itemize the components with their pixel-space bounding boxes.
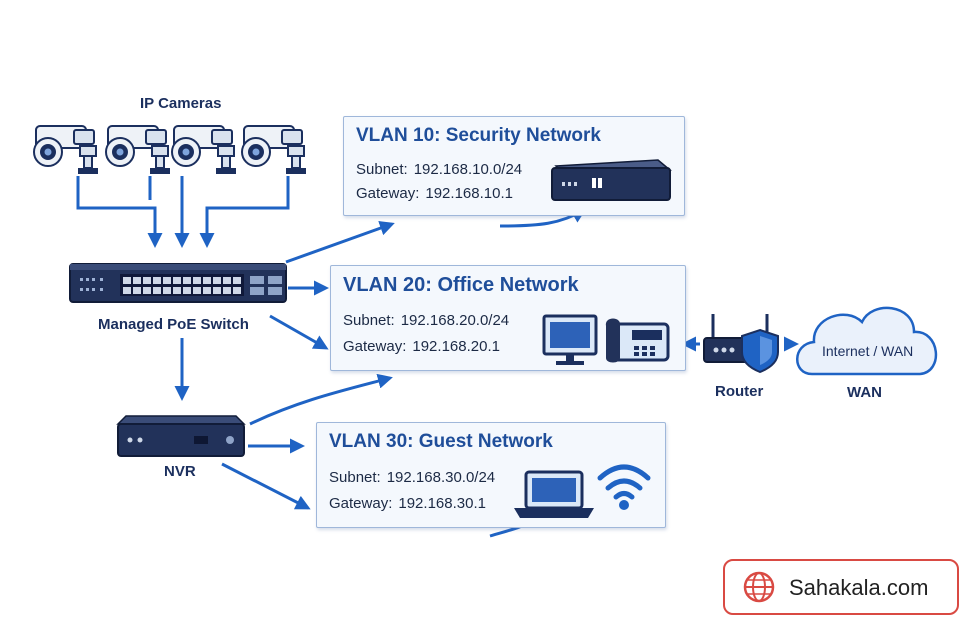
cloud-label: Internet / WAN: [822, 343, 914, 359]
nvr-label: NVR: [164, 463, 196, 480]
switch-label: Managed PoE Switch: [98, 316, 249, 333]
subnet-value: 192.168.20.0/24: [400, 312, 510, 329]
ip-camera-3: [171, 125, 237, 175]
cctv-camera-icon: [105, 125, 171, 175]
subnet-label: Subnet:: [343, 312, 395, 329]
subnet-label: Subnet:: [329, 469, 381, 486]
wan-label: WAN: [847, 384, 882, 401]
vlan-10-box: VLAN 10: Security Network Subnet: 192.168…: [343, 116, 685, 216]
gateway-label: Gateway:: [329, 495, 393, 512]
ip-camera-4: [241, 125, 307, 175]
nvr-connectors: [221, 373, 393, 510]
cloud-icon: [796, 306, 937, 376]
vlan-30-subnet: Subnet: 192.168.30.0/24: [329, 469, 495, 486]
gateway-value: 192.168.20.1: [412, 338, 500, 355]
cctv-camera-icon: [241, 125, 307, 175]
vlan-30-gateway: Gateway: 192.168.30.1: [329, 495, 486, 512]
ip-cameras-label: IP Cameras: [140, 95, 222, 112]
brand-badge[interactable]: Sahakala.com: [723, 559, 959, 615]
vlan-20-gateway: Gateway: 192.168.20.1: [343, 338, 500, 355]
gateway-label: Gateway:: [343, 338, 407, 355]
ip-camera-2: [105, 125, 171, 175]
vlan-30-box: VLAN 30: Guest Network Subnet: 192.168.30…: [316, 422, 666, 528]
network-switch-icon: [69, 263, 287, 303]
subnet-label: Subnet:: [356, 161, 408, 178]
vlan-10-subnet: Subnet: 192.168.10.0/24: [356, 161, 522, 178]
camera-connectors: [76, 176, 290, 248]
vlan-10-gateway: Gateway: 192.168.10.1: [356, 185, 513, 202]
cctv-camera-icon: [33, 125, 99, 175]
subnet-value: 192.168.30.0/24: [386, 469, 496, 486]
vlan-20-subnet: Subnet: 192.168.20.0/24: [343, 312, 509, 329]
nvr-recorder-icon: [116, 415, 246, 457]
gateway-value: 192.168.30.1: [398, 495, 486, 512]
brand-text: Sahakala.com: [789, 575, 929, 600]
vlan-20-title: VLAN 20: Office Network: [343, 274, 579, 296]
globe-icon: [743, 571, 775, 603]
gateway-label: Gateway:: [356, 185, 420, 202]
shield-icon: [741, 328, 779, 374]
vlan-10-title: VLAN 10: Security Network: [356, 125, 601, 146]
router-label: Router: [715, 383, 764, 400]
subnet-value: 192.168.10.0/24: [413, 161, 523, 178]
vlan-30-title: VLAN 30: Guest Network: [329, 431, 553, 452]
cctv-camera-icon: [171, 125, 237, 175]
vlan-20-box: VLAN 20: Office Network Subnet: 192.168.2…: [330, 265, 686, 371]
switch-connectors: [174, 220, 395, 401]
gateway-value: 192.168.10.1: [425, 185, 513, 202]
ip-camera-1: [33, 125, 99, 175]
